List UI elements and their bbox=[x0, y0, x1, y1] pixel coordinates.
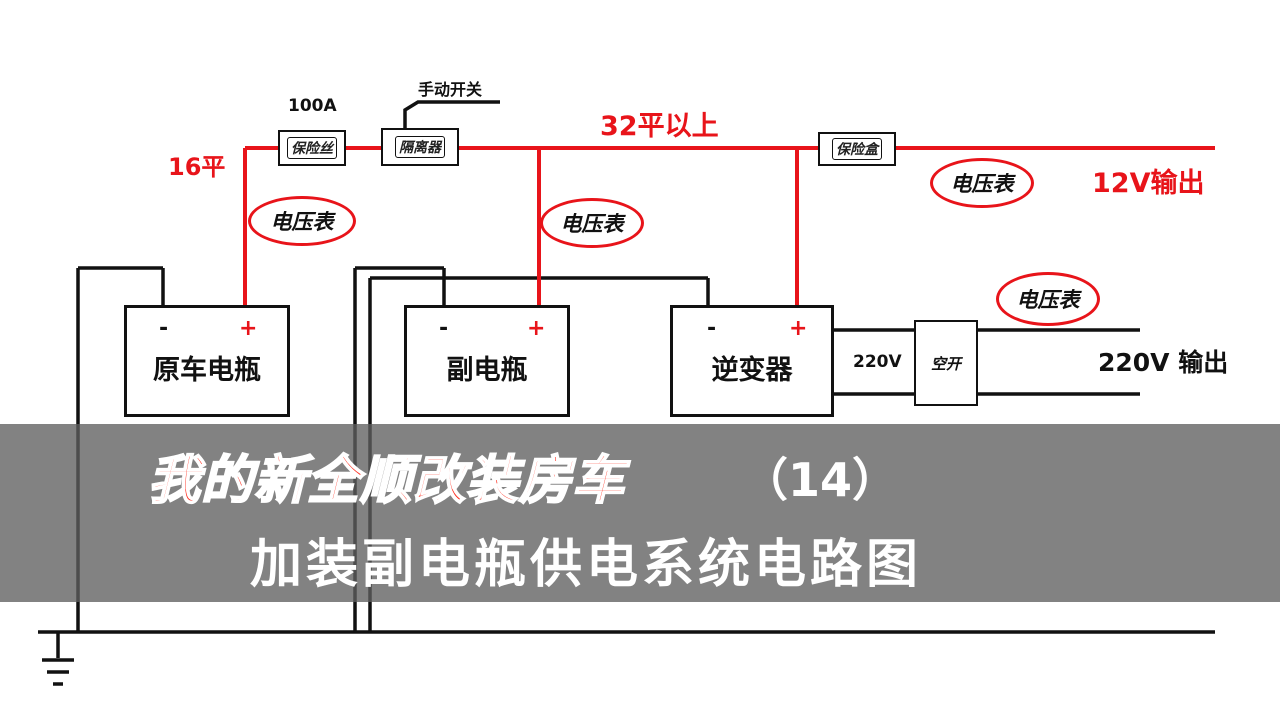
output-12v-label: 12V输出 bbox=[1092, 168, 1205, 199]
fuse-box-label: 保险盒 bbox=[832, 138, 882, 160]
voltmeter-aux: 电压表 bbox=[540, 198, 644, 248]
fuse-rating-label: 100A bbox=[288, 96, 337, 116]
voltmeter-220v: 电压表 bbox=[996, 272, 1100, 326]
isolator-component: 隔离器 bbox=[381, 128, 459, 166]
inverter-220v-label: 220V bbox=[853, 352, 902, 372]
minus-terminal: - bbox=[159, 316, 169, 341]
fuse-label: 保险丝 bbox=[287, 137, 337, 159]
minus-terminal: - bbox=[707, 316, 717, 341]
main-battery-label: 原车电瓶 bbox=[153, 355, 261, 386]
output-220v-label: 220V 输出 bbox=[1098, 348, 1229, 377]
voltmeter-12v: 电压表 bbox=[930, 158, 1034, 208]
plus-terminal: + bbox=[789, 316, 808, 341]
plus-terminal: + bbox=[239, 316, 258, 341]
title-episode: （14） bbox=[742, 453, 899, 507]
aux-battery-label: 副电瓶 bbox=[446, 355, 528, 386]
main-battery: - + 原车电瓶 bbox=[124, 305, 290, 417]
fuse-component: 保险丝 bbox=[278, 130, 346, 166]
isolator-label: 隔离器 bbox=[395, 136, 445, 158]
voltmeter-main: 电压表 bbox=[248, 196, 356, 246]
aux-battery: - + 副电瓶 bbox=[404, 305, 570, 417]
inverter-label: 逆变器 bbox=[711, 355, 793, 386]
wire-16-label: 16平 bbox=[168, 153, 226, 181]
manual-switch-label: 手动开关 bbox=[418, 80, 483, 99]
minus-terminal: - bbox=[439, 316, 449, 341]
breaker: 空开 bbox=[914, 320, 978, 406]
title-banner bbox=[0, 424, 1280, 602]
wire-32-label: 32平以上 bbox=[600, 111, 719, 142]
title-line2: 加装副电瓶供电系统电路图 bbox=[250, 535, 923, 595]
plus-terminal: + bbox=[527, 316, 546, 341]
title-line1: 我的新全顺改装房车 bbox=[147, 450, 626, 512]
fuse-box-component: 保险盒 bbox=[818, 132, 896, 166]
inverter: - + 逆变器 bbox=[670, 305, 834, 417]
